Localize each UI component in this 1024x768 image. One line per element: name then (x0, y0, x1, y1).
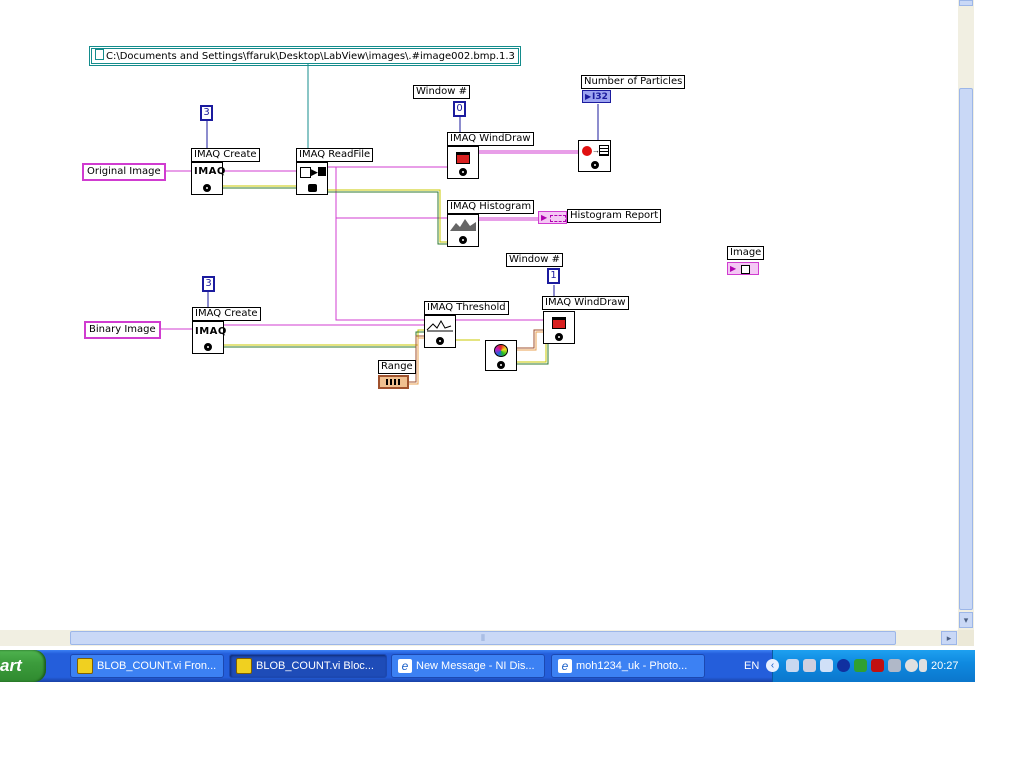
volume-icon[interactable] (803, 659, 816, 672)
internet-explorer-icon: e (398, 659, 412, 674)
color-palette-node[interactable] (485, 340, 517, 371)
block-diagram-canvas[interactable]: C:\Documents and Settings\ffaruk\Desktop… (0, 0, 958, 630)
task-label: moh1234_uk - Photo... (576, 660, 688, 672)
scroll-up-button[interactable] (959, 0, 973, 6)
imaq-icon: IMAQ (194, 166, 226, 177)
label-imaq-winddraw-1: IMAQ WindDraw (447, 132, 534, 146)
label-window-number-2: Window # (506, 253, 563, 267)
task-button-block-diagram[interactable]: BLOB_COUNT.vi Bloc... (229, 654, 387, 678)
image-out-icon (318, 167, 326, 176)
label-histogram-report: Histogram Report (567, 209, 662, 223)
task-button-new-message[interactable]: e New Message - NI Dis... (391, 654, 545, 678)
disk-status-icon (308, 184, 317, 192)
network-icon[interactable] (786, 659, 799, 672)
cluster-icon (550, 215, 566, 222)
labview-vi-icon (236, 658, 252, 675)
threshold-icon (426, 319, 453, 332)
table-icon (599, 145, 609, 156)
label-imaq-winddraw-2: IMAQ WindDraw (542, 296, 629, 310)
imaq-winddraw-node-1[interactable] (447, 146, 479, 179)
error-terminal-icon (204, 343, 212, 351)
arrow-right-icon: → (592, 146, 600, 155)
label-imaq-create-1: IMAQ Create (191, 148, 260, 162)
imaq-readfile-node[interactable]: ▶ (296, 162, 328, 195)
wireless-icon[interactable] (854, 659, 867, 672)
original-image-control[interactable]: Original Image (82, 163, 166, 181)
scroll-down-button[interactable]: ▾ (959, 612, 973, 628)
label-imaq-readfile: IMAQ ReadFile (296, 148, 374, 162)
task-button-front-panel[interactable]: BLOB_COUNT.vi Fron... (70, 654, 224, 678)
image-indicator[interactable]: ▶ (727, 262, 759, 275)
path-constant[interactable]: C:\Documents and Settings\ffaruk\Desktop… (89, 46, 521, 66)
update-icon[interactable] (905, 659, 918, 672)
image-file-icon (741, 265, 750, 274)
imaq-create-node-1[interactable]: IMAQ (191, 162, 226, 195)
security-icon[interactable] (820, 659, 833, 672)
range-control[interactable] (378, 375, 409, 389)
arrow-in-icon: ▶ (585, 92, 592, 101)
label-range: Range (378, 360, 416, 374)
path-icon (95, 49, 104, 60)
imaq-winddraw-node-2[interactable] (543, 311, 575, 344)
floppy-disk-icon (300, 167, 311, 178)
blob-red-icon (582, 146, 592, 156)
palette-icon (494, 344, 508, 357)
arrow-right-icon: ▶ (311, 167, 318, 177)
tools-icon[interactable] (888, 659, 901, 672)
horizontal-scroll-thumb[interactable]: ⦀ (70, 631, 896, 645)
scroll-right-button[interactable]: ▸ (941, 631, 957, 645)
label-number-of-particles: Number of Particles (581, 75, 686, 89)
window-number-constant-0[interactable]: 0 (453, 101, 466, 117)
binary-image-control[interactable]: Binary Image (84, 321, 161, 339)
number-of-particles-indicator[interactable]: ▶ I32 (582, 90, 611, 103)
error-terminal-icon (203, 184, 211, 192)
error-terminal-icon (591, 161, 599, 169)
error-terminal-icon (497, 361, 505, 369)
particle-count-node[interactable]: → (578, 140, 611, 172)
device-icon[interactable] (919, 659, 927, 672)
imaq-threshold-node[interactable] (424, 315, 456, 348)
error-terminal-icon (436, 337, 444, 345)
error-terminal-icon (459, 236, 467, 244)
numeric-constant-3-top[interactable]: 3 (200, 105, 213, 121)
wire-layer (155, 64, 599, 385)
window-display-icon (552, 317, 566, 329)
task-label: BLOB_COUNT.vi Fron... (97, 660, 217, 672)
path-constant-value: C:\Documents and Settings\ffaruk\Desktop… (106, 51, 515, 62)
window-number-constant-1[interactable]: 1 (547, 268, 560, 284)
start-button[interactable]: art (0, 650, 46, 682)
bluetooth-icon[interactable] (837, 659, 850, 672)
window-display-icon (456, 152, 470, 164)
imaq-icon: IMAQ (195, 326, 227, 337)
labview-vi-icon (77, 658, 93, 675)
arrow-in-icon: ▶ (541, 213, 548, 222)
task-label: BLOB_COUNT.vi Bloc... (256, 660, 374, 672)
error-terminal-icon (459, 168, 467, 176)
histogram-report-indicator[interactable]: ▶ (538, 211, 567, 224)
label-image: Image (727, 246, 765, 260)
imaq-histogram-node[interactable] (447, 214, 479, 247)
task-button-photo[interactable]: e moh1234_uk - Photo... (551, 654, 705, 678)
tray-collapse-icon[interactable]: ‹ (766, 659, 779, 672)
internet-explorer-icon: e (558, 659, 572, 674)
cluster-icon (386, 379, 402, 385)
i32-terminal-text: I32 (592, 92, 608, 102)
mcafee-icon[interactable] (871, 659, 884, 672)
arrow-in-icon: ▶ (730, 264, 737, 273)
label-imaq-threshold: IMAQ Threshold (424, 301, 509, 315)
label-imaq-histogram: IMAQ Histogram (447, 200, 535, 214)
histogram-icon (450, 219, 476, 231)
label-window-number-1: Window # (413, 85, 470, 99)
scrollbar-corner (958, 630, 974, 646)
vertical-scroll-thumb[interactable] (959, 88, 973, 610)
clock[interactable]: 20:27 (931, 660, 959, 672)
language-indicator[interactable]: EN (744, 660, 760, 672)
task-label: New Message - NI Dis... (416, 660, 535, 672)
error-terminal-icon (555, 333, 563, 341)
label-imaq-create-2: IMAQ Create (192, 307, 261, 321)
imaq-create-node-2[interactable]: IMAQ (192, 321, 227, 354)
numeric-constant-3-bottom[interactable]: 3 (202, 276, 215, 292)
